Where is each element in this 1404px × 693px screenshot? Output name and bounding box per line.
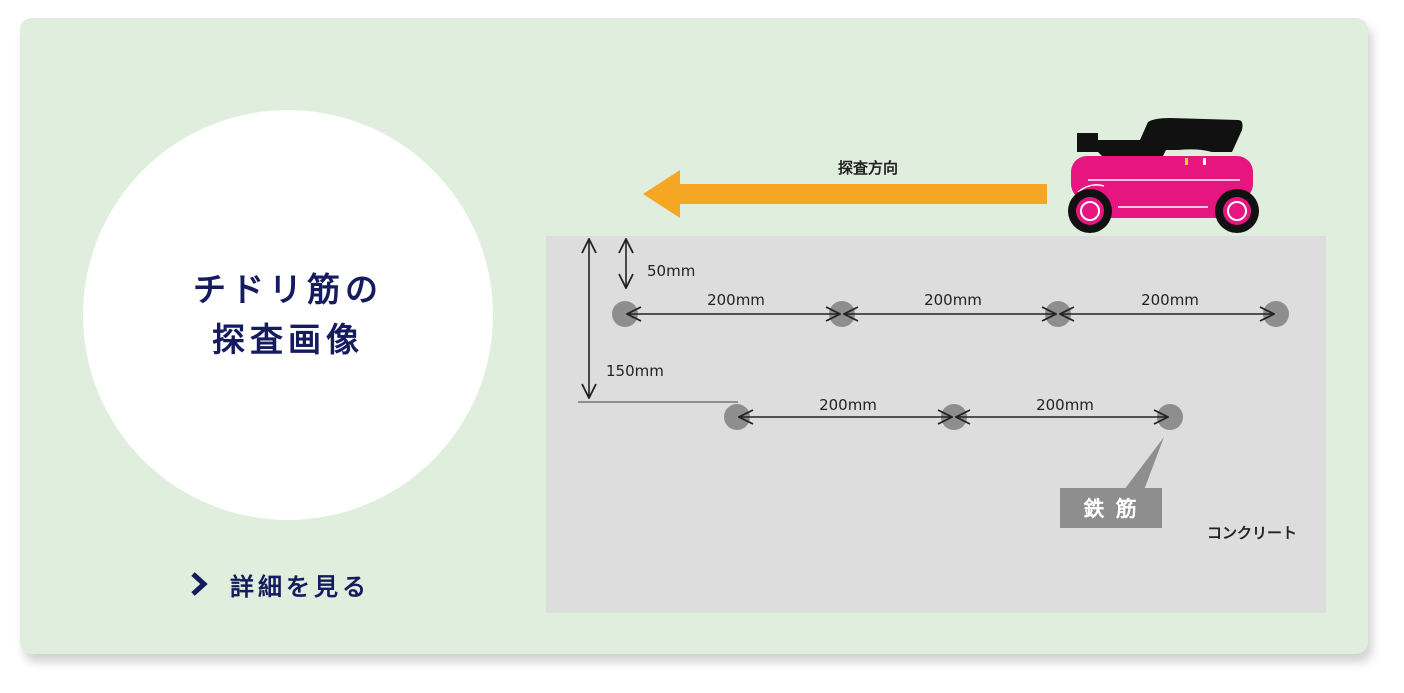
rebar-callout-box (1060, 488, 1162, 528)
scanner-handle (1077, 118, 1243, 158)
title-line-1: チドリ筋の (193, 270, 383, 309)
view-details-label: 詳細を見る (230, 572, 370, 601)
spacing-label: 200mm (1141, 291, 1199, 309)
scanner-indicator-2 (1203, 158, 1206, 165)
direction-label: 探査方向 (838, 159, 898, 177)
panel-title: チドリ筋の 探査画像 (83, 265, 493, 365)
rebar-row-bottom: 200mm 200mm (724, 396, 1183, 430)
rebar-callout-pointer (1124, 437, 1164, 490)
scanner-indicator (1185, 158, 1188, 165)
scanner-wheel-right (1215, 189, 1259, 233)
scanner-wheel-left (1068, 189, 1112, 233)
scanner-body (1071, 156, 1253, 200)
depth-150-label: 150mm (606, 362, 664, 380)
rebar-callout-label: 鉄 筋 (1083, 497, 1138, 521)
concrete-label: コンクリート (1207, 524, 1297, 542)
spacing-label: 200mm (924, 291, 982, 309)
view-details-link[interactable]: 詳細を見る (190, 566, 370, 602)
spacing-label: 200mm (819, 396, 877, 414)
spacing-label: 200mm (1036, 396, 1094, 414)
title-line-2: 探査画像 (212, 320, 364, 359)
rebar-row-top: 200mm 200mm 200mm (612, 291, 1289, 327)
title-circle (83, 110, 493, 520)
scanner-device (1068, 118, 1259, 233)
depth-50-label: 50mm (647, 262, 695, 280)
direction-arrow (643, 170, 1047, 218)
spacing-label: 200mm (707, 291, 765, 309)
chevron-right-icon (191, 572, 208, 596)
